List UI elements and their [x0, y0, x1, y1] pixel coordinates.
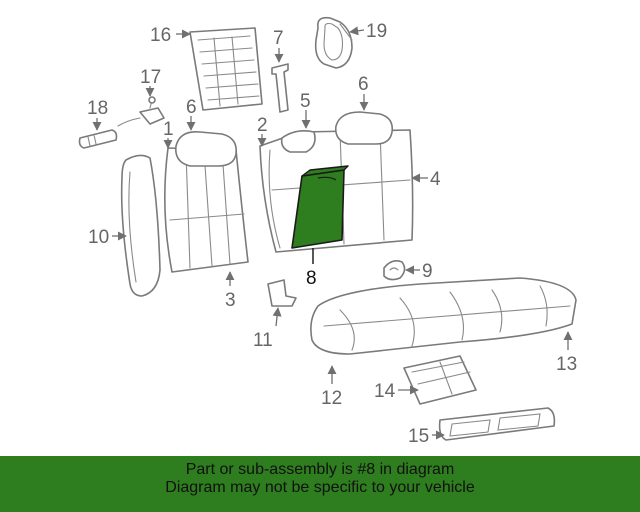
- part-18-release-handle[interactable]: [78, 129, 118, 149]
- part-19-latch-bezel[interactable]: [314, 16, 353, 69]
- callout-6-left[interactable]: 6: [186, 97, 197, 118]
- banner-line-2: Diagram may not be specific to your vehi…: [165, 479, 475, 496]
- callout-labels: 16 19 7 17 18 6 6 1 2 5 4 10 3 9 11 12 1…: [87, 21, 577, 447]
- callout-12[interactable]: 12: [321, 388, 342, 409]
- callout-4[interactable]: 4: [430, 169, 441, 190]
- callout-11[interactable]: 11: [253, 330, 273, 351]
- callout-2[interactable]: 2: [257, 115, 268, 136]
- callout-18[interactable]: 18: [87, 98, 108, 119]
- leader-lines: [92, 26, 573, 440]
- part-15-support-frame[interactable]: [438, 407, 556, 441]
- part-5-armrest-cap[interactable]: [280, 130, 316, 153]
- callout-6-right[interactable]: 6: [358, 74, 369, 95]
- part-11-bracket[interactable]: [267, 279, 297, 307]
- callout-14[interactable]: 14: [374, 381, 396, 402]
- callout-17[interactable]: 17: [140, 67, 161, 88]
- callout-3[interactable]: 3: [225, 290, 236, 311]
- callout-13[interactable]: 13: [556, 354, 577, 375]
- part-7-headrest-guide[interactable]: [271, 63, 289, 113]
- part-8-armrest-highlighted[interactable]: [291, 165, 349, 249]
- callout-7[interactable]: 7: [273, 28, 284, 49]
- part-10-side-bolster[interactable]: [120, 154, 161, 297]
- parts-diagram: 16 19 7 17 18 6 6 1 2 5 4 10 3 9 11 12 1…: [78, 16, 577, 447]
- part-16-back-panel[interactable]: [189, 27, 263, 111]
- callout-8[interactable]: 8: [306, 268, 317, 289]
- part-14-foam-block[interactable]: [403, 355, 477, 405]
- part-12-seat-cushion[interactable]: [310, 277, 577, 355]
- callout-9[interactable]: 9: [422, 261, 433, 282]
- part-17-cable[interactable]: [117, 96, 165, 127]
- part-6-headrest-left[interactable]: [174, 130, 238, 167]
- callout-10[interactable]: 10: [88, 227, 109, 248]
- part-6-headrest-right[interactable]: [334, 111, 394, 145]
- part-9-clip[interactable]: [383, 260, 406, 281]
- callout-15[interactable]: 15: [408, 426, 429, 447]
- part-1-left-seat-back[interactable]: [164, 147, 249, 273]
- info-banner: Part or sub-assembly is #8 in diagram Di…: [0, 456, 640, 512]
- banner-line-1: Part or sub-assembly is #8 in diagram: [185, 461, 455, 478]
- callout-19[interactable]: 19: [366, 21, 387, 42]
- callout-1[interactable]: 1: [163, 119, 174, 140]
- callout-5[interactable]: 5: [300, 91, 311, 112]
- callout-16[interactable]: 16: [150, 25, 171, 46]
